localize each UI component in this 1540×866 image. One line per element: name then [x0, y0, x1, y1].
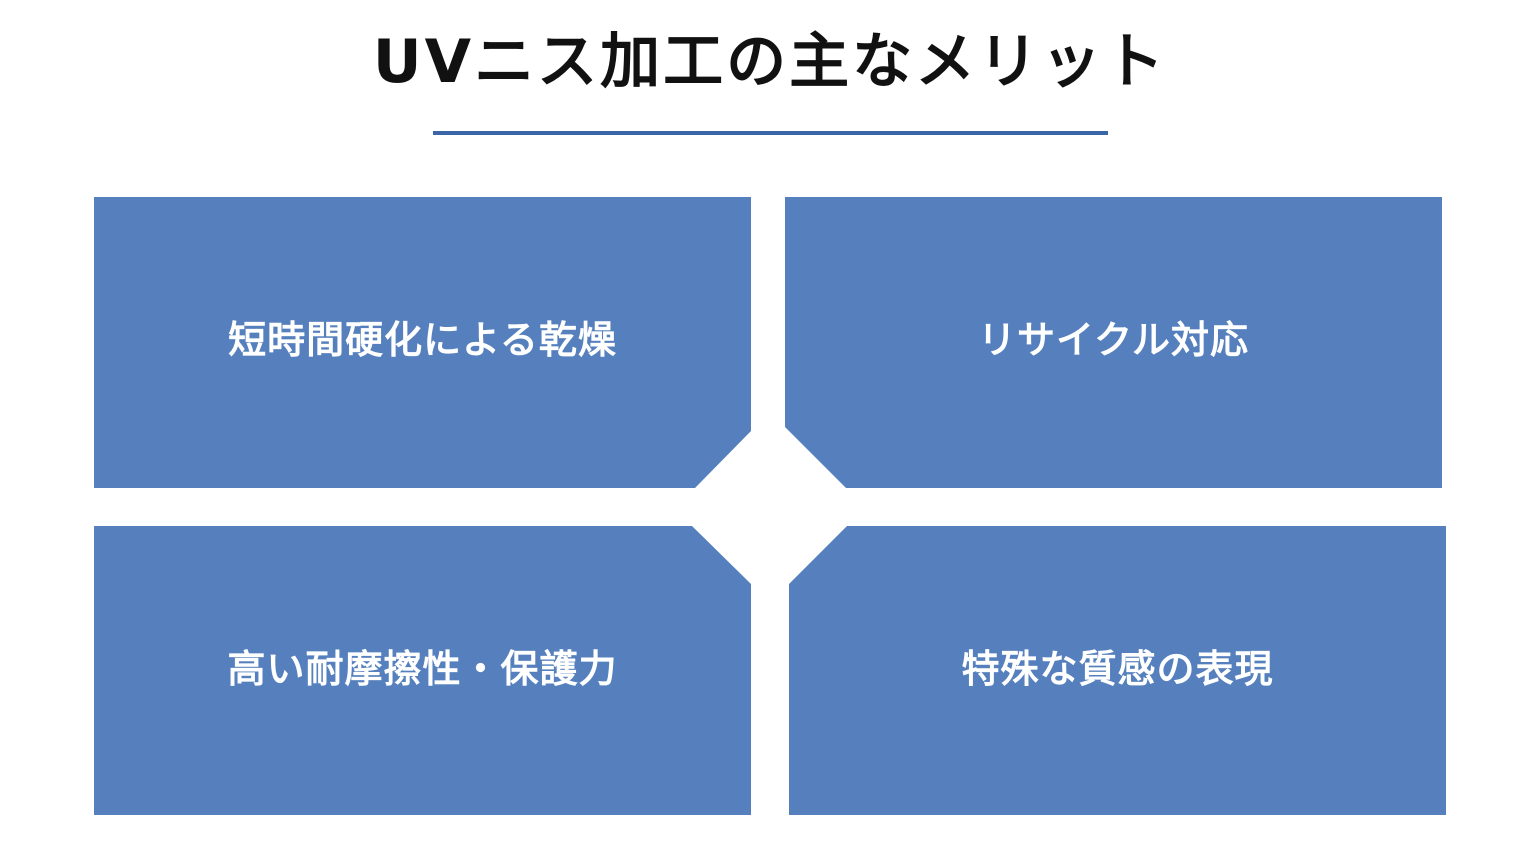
diagram-title: UVニス加工の主なメリット [372, 27, 1168, 97]
merit-label-special-texture: 特殊な質感の表現 [961, 647, 1274, 691]
merit-label-recyclable: リサイクル対応 [977, 318, 1250, 362]
merit-label-quick-curing: 短時間硬化による乾燥 [228, 318, 617, 362]
merit-tile-top-left [94, 197, 751, 488]
merit-tile-top-right [785, 197, 1442, 488]
merit-label-abrasion-resistance: 高い耐摩擦性・保護力 [227, 647, 618, 691]
merit-tile-bottom-right [789, 526, 1446, 815]
merit-tile-bottom-left [94, 526, 751, 815]
title-underline [433, 131, 1108, 135]
